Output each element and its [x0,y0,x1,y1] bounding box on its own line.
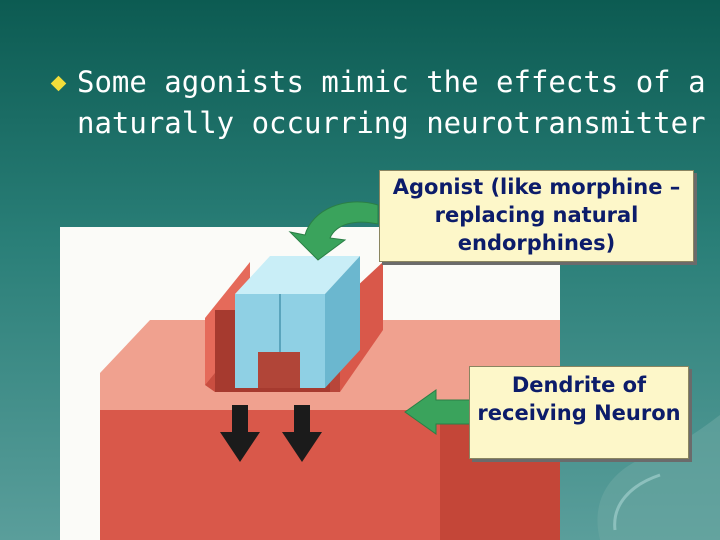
bullet-text: Some agonists mimic the effects of a nat… [77,65,706,140]
down-arrow-left [220,405,260,462]
dendrite-front-face [100,410,440,540]
agonist-callout: Agonist (like morphine – replacing natur… [379,170,694,262]
diamond-bullet-icon [50,75,67,92]
down-arrow-right [282,405,322,462]
neuron-outline [597,415,720,540]
agonist-molecule-top [235,256,360,294]
agonist-pointer-arrow [288,201,379,261]
bullet-point: Some agonists mimic the effects of a nat… [50,62,710,144]
dendrite-callout: Dendrite of receiving Neuron [469,366,689,459]
